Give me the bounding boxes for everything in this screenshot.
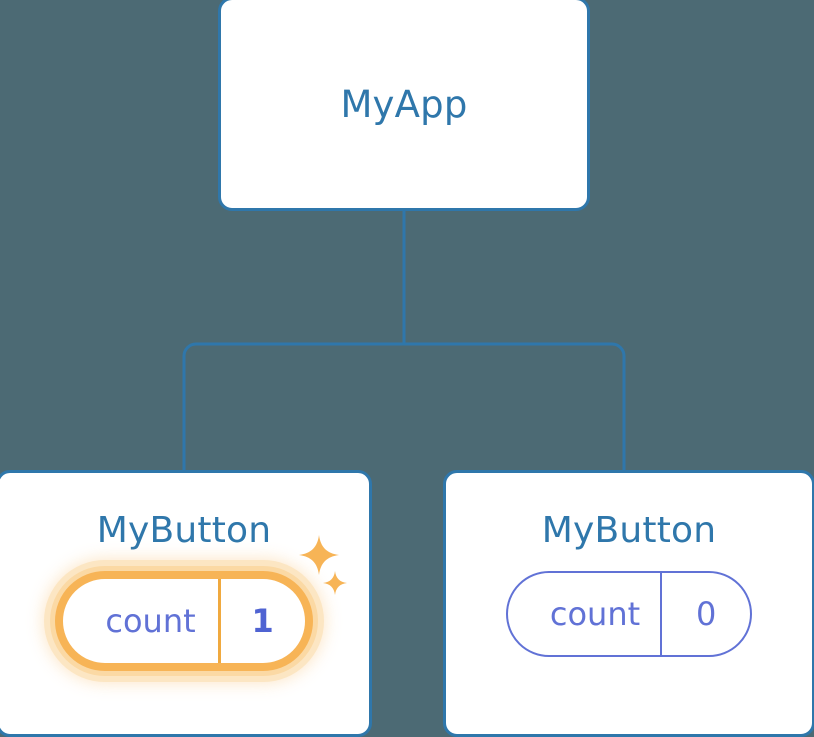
state-pill-left-value: 1 [251, 602, 274, 640]
state-pill-count-0[interactable]: count 0 [505, 571, 753, 657]
state-pill-right-wrap: count 0 [505, 571, 753, 657]
connector-branch-right [402, 342, 626, 474]
state-pill-count-1[interactable]: count 1 [55, 571, 313, 671]
node-mybutton-right-title: MyButton [541, 510, 717, 551]
state-pill-left-key: count [63, 579, 221, 663]
state-pill-right-key: count [508, 573, 663, 655]
node-mybutton-right[interactable]: MyButton count 0 [443, 470, 814, 737]
node-myapp-title: MyApp [340, 82, 468, 126]
connector-branch-left [182, 342, 406, 474]
node-mybutton-left-title: MyButton [96, 510, 272, 551]
sparkle-icon [322, 571, 347, 595]
node-myapp[interactable]: MyApp [218, 0, 590, 211]
state-pill-left-wrap: count 1 [55, 535, 347, 671]
node-mybutton-left[interactable]: MyButton count 1 [0, 470, 372, 737]
sparkle-icon [298, 535, 339, 575]
state-pill-right-value: 0 [695, 595, 717, 633]
